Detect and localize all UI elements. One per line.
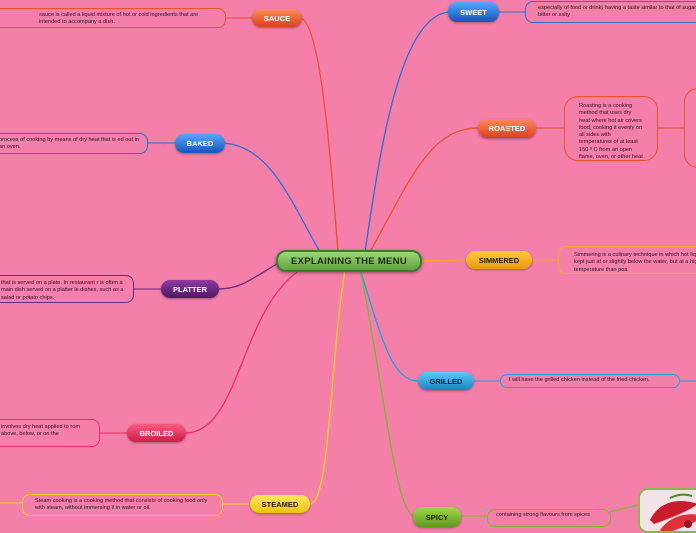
- topic-simmered-label: SIMMERED: [478, 255, 520, 265]
- note-roasted-image-frame: [684, 88, 696, 168]
- topic-sauce[interactable]: SAUCE: [252, 9, 302, 27]
- connector-sweet: [364, 11, 451, 253]
- topic-baked-label: BAKED: [186, 139, 214, 148]
- connector-baked: [221, 142, 321, 253]
- topic-sauce-label: SAUCE: [263, 13, 291, 23]
- connector-spicy: [359, 269, 415, 517]
- topic-steamed-label: STEAMED: [261, 499, 299, 509]
- note-baked: process of cooking by means of dry heat …: [0, 133, 148, 154]
- topic-platter-label: PLATTER: [172, 284, 208, 294]
- note-steamed-text: Steam cooking is a cooking method that c…: [35, 498, 208, 512]
- topic-spicy[interactable]: SPICY: [413, 507, 461, 527]
- central-topic-label: EXPLAINING THE MENU: [290, 255, 407, 267]
- connector-broiled: [185, 269, 301, 434]
- note-roasted-text: Roasting is a cooking method that uses d…: [579, 103, 643, 160]
- chili-pepper-icon: [640, 490, 696, 531]
- note-simmered-text: Simmering is a culinary technique in whi…: [574, 252, 696, 273]
- note-baked-text: process of cooking by means of dry heat …: [0, 137, 139, 151]
- spicy-food-image: [638, 488, 696, 533]
- connector-canvas: [0, 11, 696, 517]
- note-roasted: Roasting is a cooking method that uses d…: [564, 96, 658, 161]
- topic-roasted-label: ROASTED: [488, 124, 526, 133]
- connector-roasted: [369, 127, 479, 253]
- connector-steamed: [309, 269, 346, 505]
- topic-grilled-label: GRILLED: [429, 376, 463, 386]
- topic-spicy-label: SPICY: [425, 512, 449, 522]
- connector-simmered: [419, 259, 467, 262]
- note-spicy-text: containing strong flavours from spices: [496, 512, 590, 518]
- topic-sweet-label: SWEET: [460, 7, 487, 17]
- connector-platter: [217, 261, 281, 290]
- topic-grilled[interactable]: GRILLED: [418, 372, 474, 390]
- note-steamed: Steam cooking is a cooking method that c…: [22, 494, 223, 516]
- note-simmered: Simmering is a culinary technique in whi…: [558, 246, 696, 274]
- note-platter-text: that is served on a plate. In restaurant…: [1, 280, 124, 301]
- topic-sweet[interactable]: SWEET: [448, 2, 499, 22]
- note-platter: that is served on a plate. In restaurant…: [0, 275, 134, 303]
- note-grilled-text: I will have the grilled chicken instead …: [509, 377, 650, 383]
- note-sweet-text: especially of food or drink) having a ta…: [538, 5, 696, 19]
- connector-grilled: [359, 269, 419, 382]
- note-spicy: containing strong flavours from spices: [487, 509, 611, 527]
- topic-steamed[interactable]: STEAMED: [250, 495, 310, 513]
- topic-broiled-label: BROILED: [139, 428, 174, 438]
- note-grilled: I will have the grilled chicken instead …: [500, 374, 680, 388]
- note-sauce: sauce is called a liquid mixture of hot …: [0, 8, 226, 28]
- topic-platter[interactable]: PLATTER: [161, 280, 219, 298]
- note-broiled-text: involves dry heat applied to rom above, …: [1, 424, 80, 438]
- note-sauce-text: sauce is called a liquid mixture of hot …: [39, 12, 199, 26]
- topic-broiled[interactable]: BROILED: [127, 424, 186, 442]
- topic-roasted[interactable]: ROASTED: [478, 119, 536, 138]
- note-broiled: involves dry heat applied to rom above, …: [0, 419, 100, 447]
- connector-sauce: [299, 17, 339, 253]
- topic-simmered[interactable]: SIMMERED: [466, 251, 532, 269]
- central-topic[interactable]: EXPLAINING THE MENU: [276, 250, 422, 272]
- topic-baked[interactable]: BAKED: [175, 134, 225, 153]
- note-sweet: especially of food or drink) having a ta…: [525, 1, 696, 23]
